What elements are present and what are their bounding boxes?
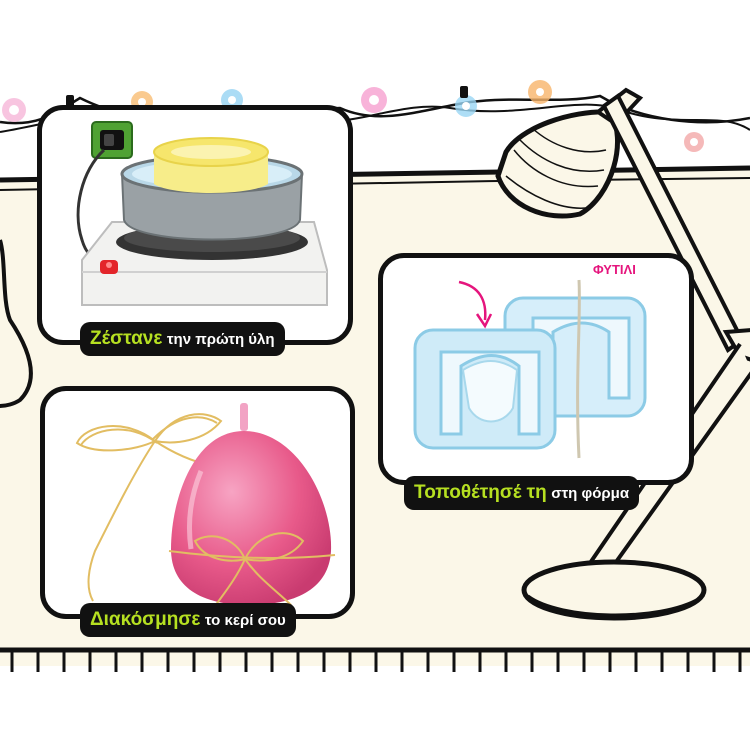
step-text-mold: στη φόρμα <box>551 485 630 502</box>
mold-illustration <box>413 279 647 459</box>
raffia-bow-bottom <box>168 532 336 610</box>
step-verb-decorate: Διακόσμησε <box>90 609 201 630</box>
vase-outline <box>0 239 33 408</box>
step-panel-heat <box>37 105 353 345</box>
decorate-illustration <box>75 403 336 610</box>
step-panel-mold <box>378 253 694 485</box>
step-verb-mold: Τοποθέτησέ τη <box>414 482 547 503</box>
step-caption-decorate: Διακόσμησε το κερί σου <box>80 603 296 637</box>
step-panel-decorate <box>40 386 355 619</box>
wick-label: ΦΥΤΙΛΙ <box>593 262 636 277</box>
step-caption-mold: Τοποθέτησέ τη στη φόρμα <box>404 476 640 510</box>
table-trim <box>10 652 742 672</box>
step-text-heat: την πρώτη ύλη <box>166 331 275 348</box>
power-socket-icon <box>91 121 133 159</box>
step-text-decorate: το κερί σου <box>204 612 286 629</box>
wick-line <box>576 279 581 459</box>
step-verb-heat: Ζέστανε <box>90 328 163 349</box>
arrow-icon <box>458 280 487 321</box>
heating-illustration <box>76 121 328 306</box>
candle-mold-icon <box>413 296 647 450</box>
step-caption-heat: Ζέστανε την πρώτη ύλη <box>80 322 285 356</box>
egg-candle-icon <box>171 403 332 605</box>
wax-pot-icon <box>120 137 304 241</box>
